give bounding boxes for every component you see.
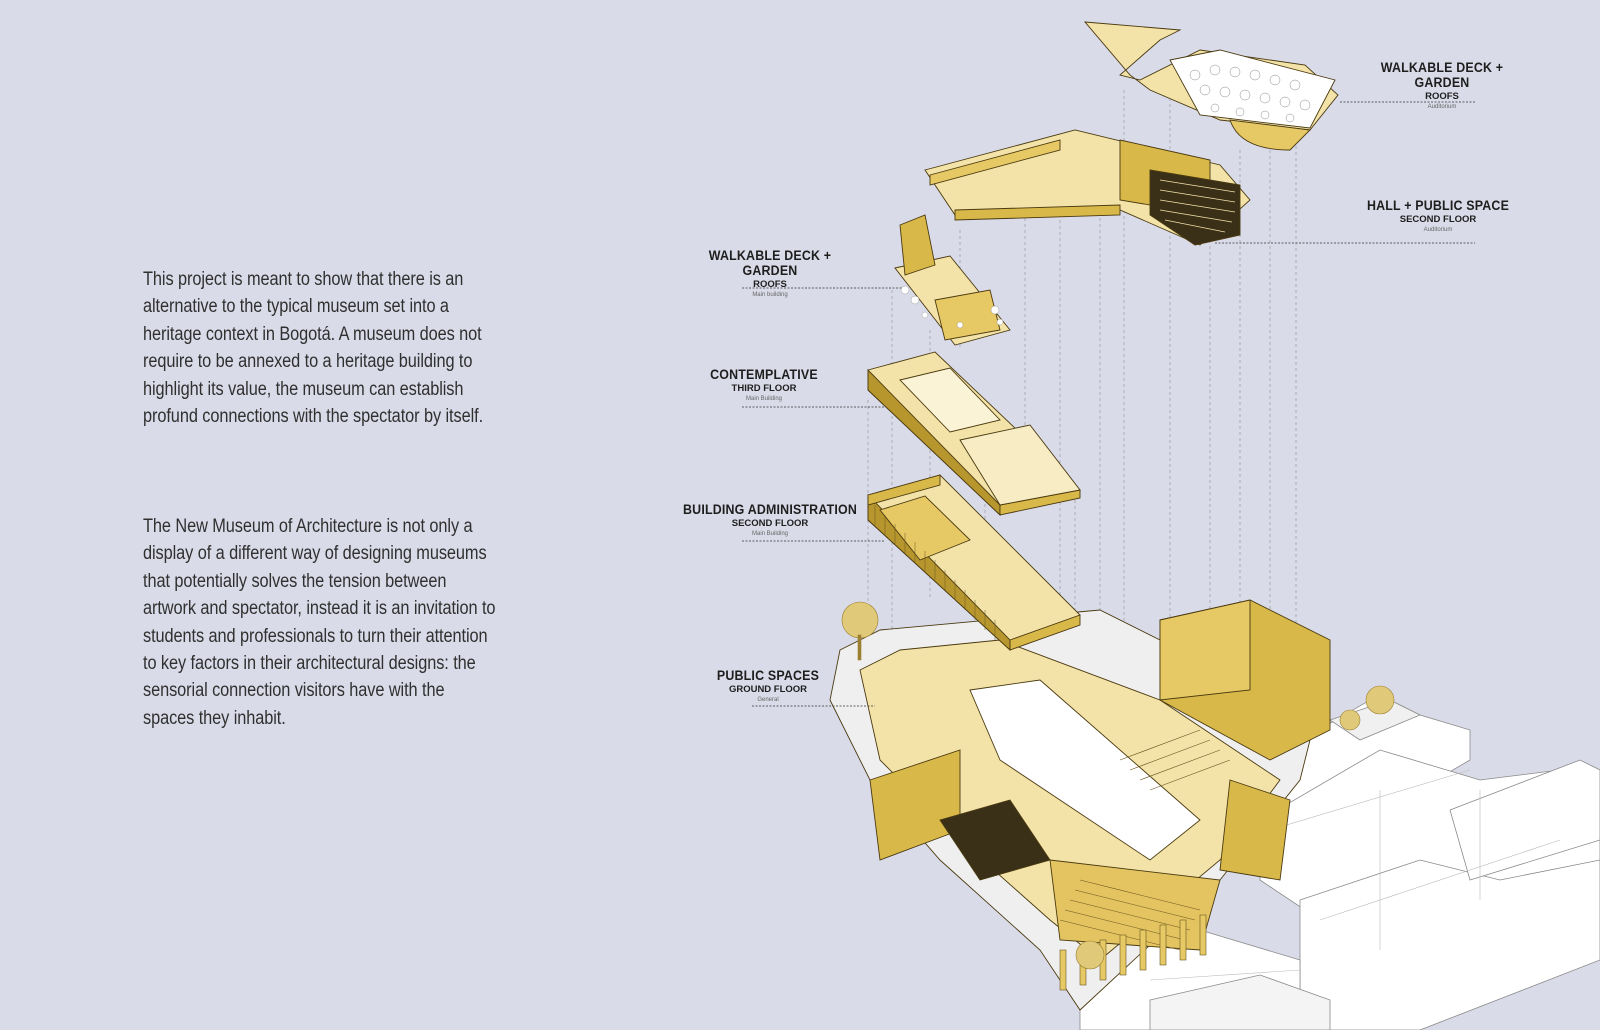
- auditorium-seating: [1159, 179, 1236, 233]
- label-sub: Main Building: [751, 531, 789, 537]
- label-floor: GROUND FLOOR: [728, 684, 808, 695]
- label-hall-public-space: HALL + PUBLIC SPACE SECOND FLOOR Auditor…: [1348, 198, 1528, 233]
- label-title: WALKABLE DECK + GARDEN: [1380, 60, 1504, 90]
- leader-lines: [742, 101, 1475, 707]
- label-sub: Auditorium: [1423, 227, 1453, 233]
- label-sub: Auditorium: [1427, 104, 1457, 110]
- third-floor: [867, 351, 1081, 517]
- second-floor: [867, 474, 1081, 652]
- label-public-spaces: PUBLIC SPACES GROUND FLOOR General: [678, 668, 858, 703]
- description-paragraph-2: The New Museum of Architecture is not on…: [143, 516, 496, 729]
- ground-floor: [829, 599, 1331, 1011]
- auditorium-second-floor: [924, 129, 1251, 246]
- label-sub: General: [757, 697, 779, 703]
- label-walkable-deck-auditorium: WALKABLE DECK + GARDEN ROOFS Auditorium: [1352, 60, 1532, 110]
- label-title: WALKABLE DECK + GARDEN: [708, 248, 832, 278]
- label-sub: Main building: [752, 292, 788, 298]
- label-sub: Main Building: [745, 396, 783, 402]
- label-contemplative: CONTEMPLATIVE THIRD FLOOR Main Building: [674, 367, 854, 402]
- second-floor-louvers: [874, 505, 996, 640]
- label-walkable-deck-main: WALKABLE DECK + GARDEN ROOFS Main buildi…: [680, 248, 860, 298]
- label-floor: SECOND FLOOR: [731, 518, 809, 529]
- label-title: PUBLIC SPACES: [716, 668, 820, 683]
- trees: [841, 601, 1395, 970]
- auditorium-roof-trees: [1189, 64, 1311, 123]
- label-floor: THIRD FLOOR: [731, 383, 797, 394]
- neighbor-roof-lines: [1149, 769, 1561, 981]
- label-building-administration: BUILDING ADMINISTRATION SECOND FLOOR Mai…: [675, 502, 865, 537]
- description-paragraph-1: This project is meant to show that there…: [143, 269, 484, 428]
- label-title: BUILDING ADMINISTRATION: [683, 502, 857, 517]
- label-title: HALL + PUBLIC SPACE: [1366, 198, 1510, 213]
- label-floor: ROOFS: [753, 279, 787, 290]
- main-roof: [894, 214, 1011, 346]
- label-floor: ROOFS: [1425, 91, 1459, 102]
- main-roof-vegetation: [900, 285, 1004, 329]
- label-title: CONTEMPLATIVE: [710, 367, 818, 382]
- label-floor: SECOND FLOOR: [1399, 214, 1477, 225]
